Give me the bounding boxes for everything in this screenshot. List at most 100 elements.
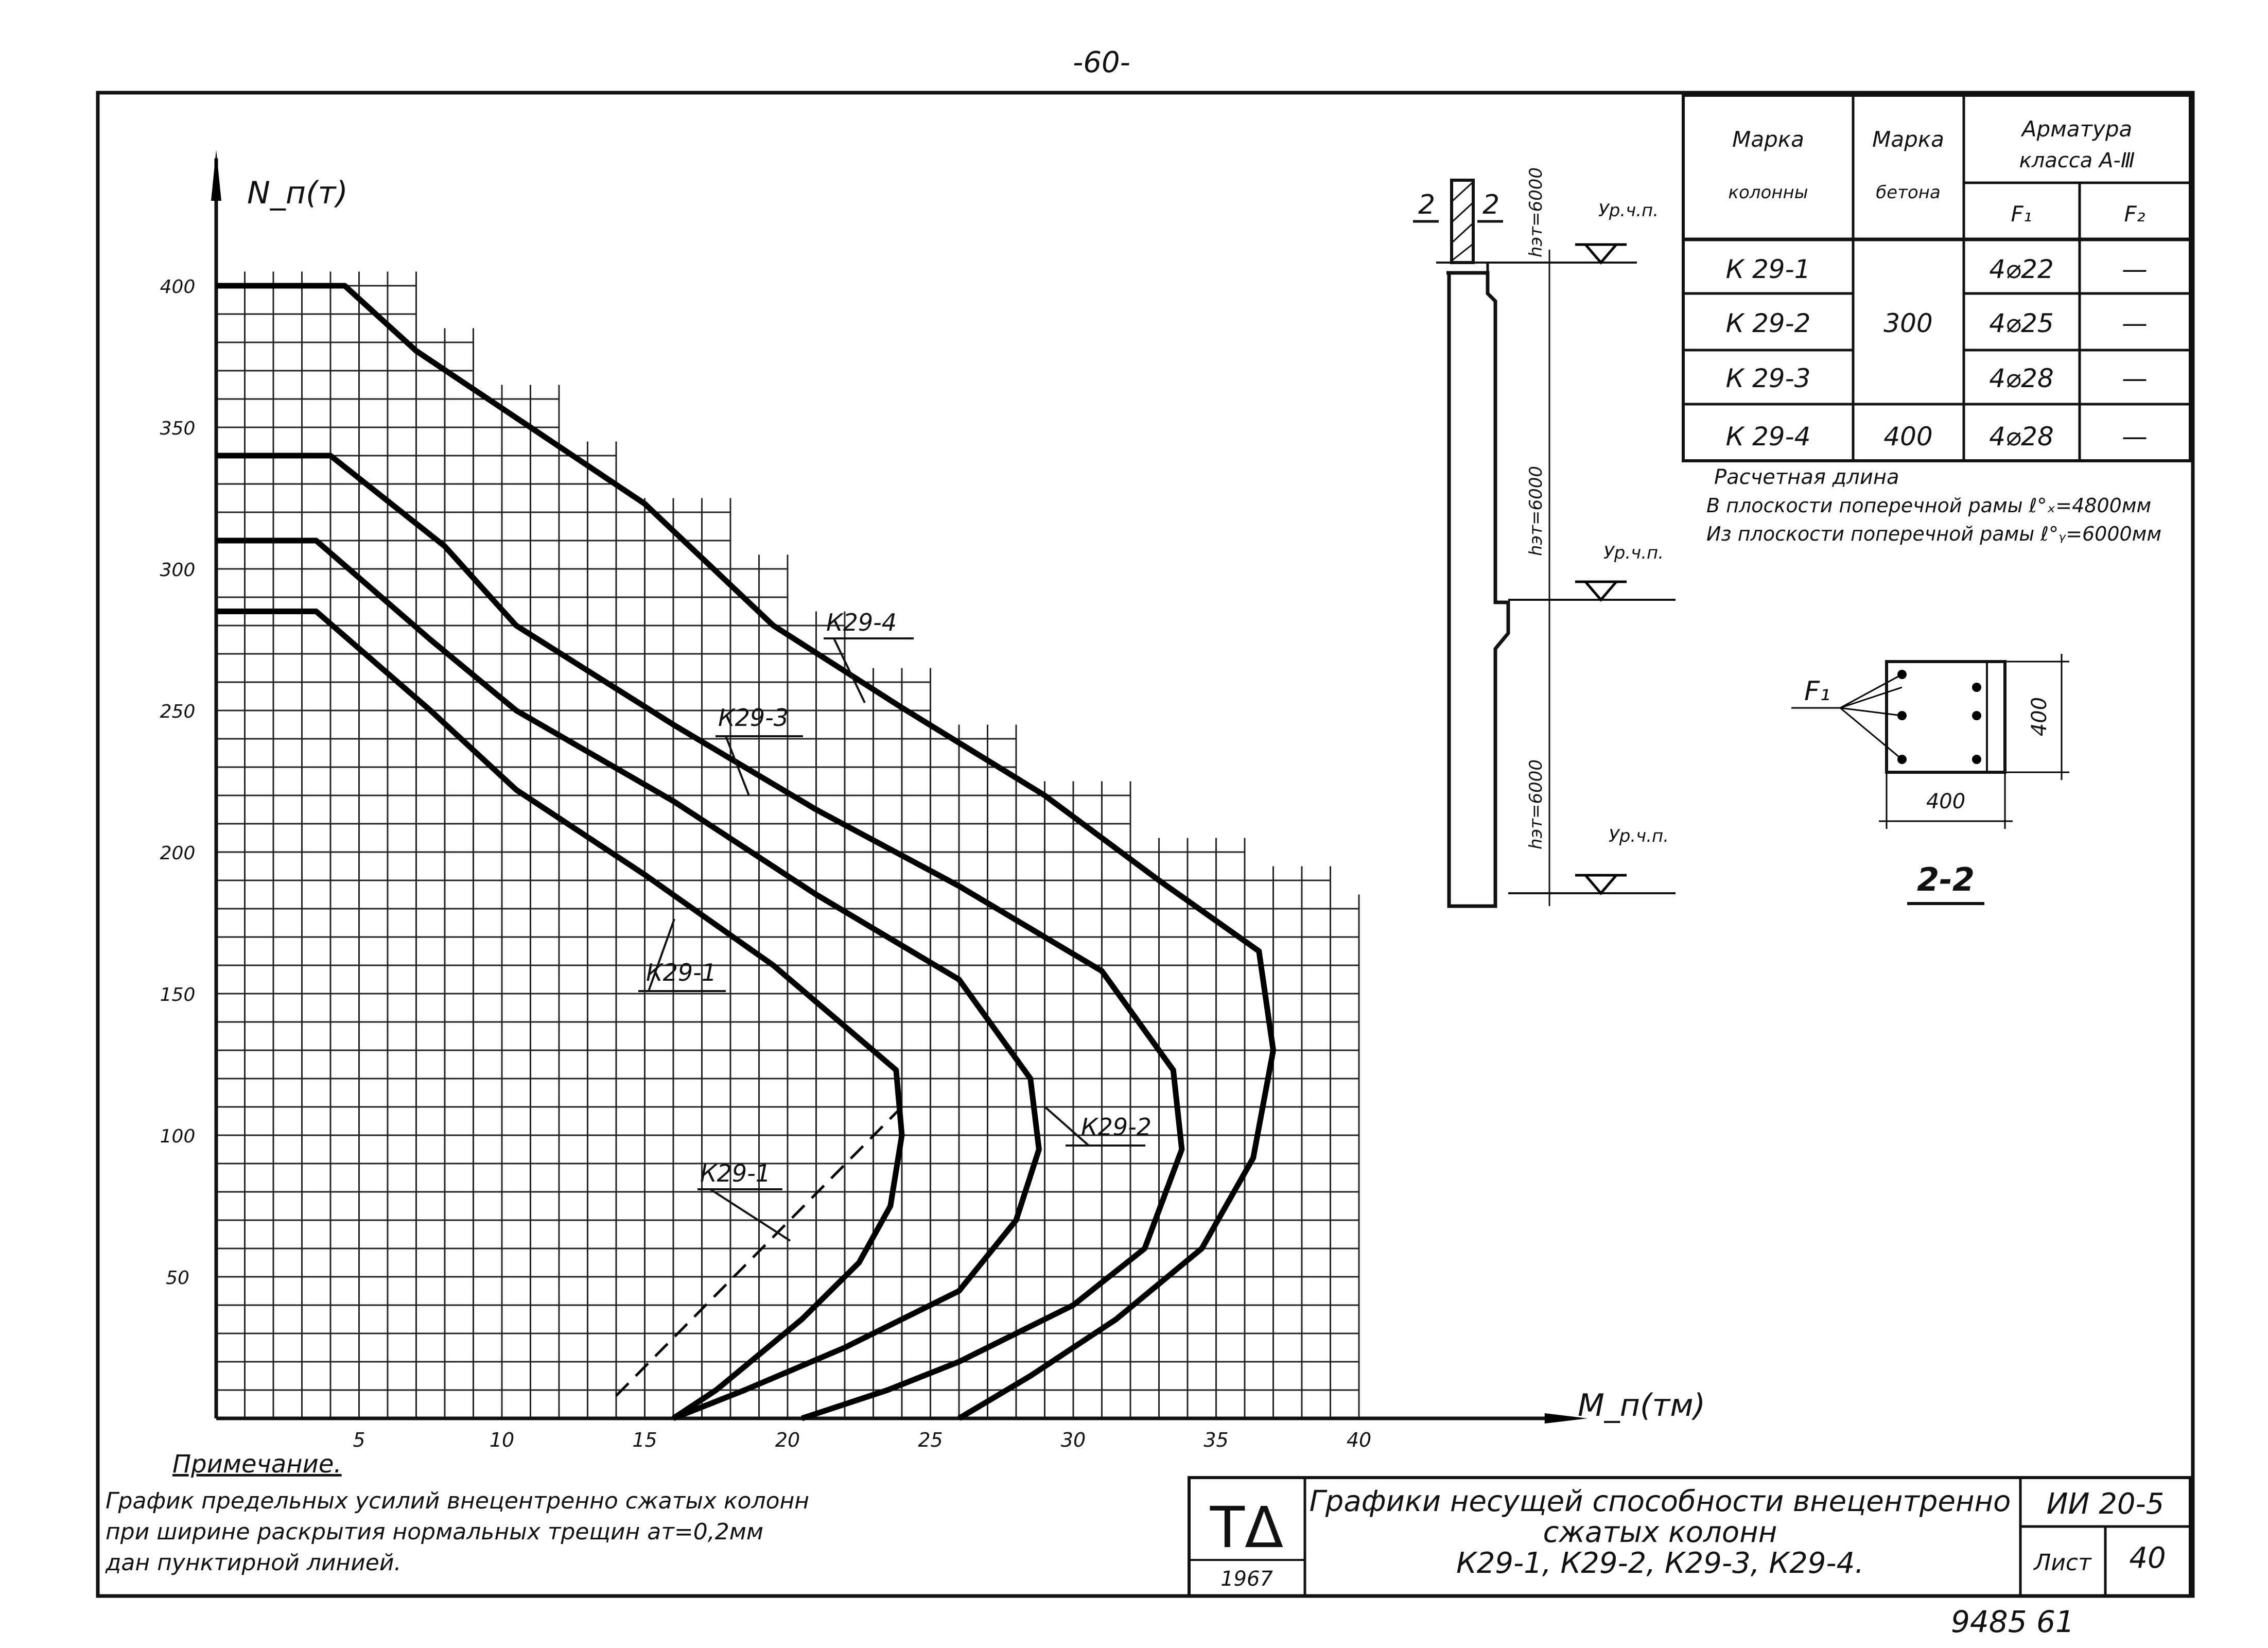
- y-tick-label: 50: [166, 1268, 189, 1289]
- sheet-frame: [96, 91, 2195, 1598]
- series-label-leader: [1044, 1106, 1090, 1147]
- table-head-mark-1: Марка: [1732, 127, 1804, 152]
- series-label-4: К29-1: [646, 959, 717, 986]
- y-tick-label: 150: [160, 984, 196, 1005]
- level-label-2: Ур.ч.п.: [1603, 543, 1664, 563]
- section-title: 2-2: [1917, 861, 1975, 898]
- sheet-label: Лист: [2033, 1550, 2092, 1576]
- table-cell-f2: —: [2122, 363, 2148, 393]
- y-axis-label: N_п(т): [247, 175, 348, 211]
- design-length-title: Расчетная длина: [1714, 465, 1899, 489]
- reinforcement-table: Марка колонны Марка бетона Арматура клас…: [1682, 94, 2192, 462]
- drawing-title-1: Графики несущей способности внецентренно: [1310, 1485, 2011, 1518]
- series-line-4: [216, 609, 905, 1421]
- x-tick-label: 30: [1061, 1429, 1086, 1451]
- note-line1: График предельных усилий внецентренно сж…: [106, 1488, 809, 1514]
- drawing-code: ИИ 20-5: [2047, 1487, 2165, 1521]
- x-tick-label: 10: [490, 1429, 514, 1451]
- page-number: -60-: [1073, 46, 1130, 79]
- table-cell-f2: —: [2122, 254, 2148, 284]
- table-cell-mark: К 29-4: [1726, 422, 1811, 452]
- series-label-leader: [833, 638, 866, 703]
- x-tick-label: 20: [775, 1429, 800, 1451]
- note-line3: дан пунктирной линией.: [105, 1550, 401, 1576]
- x-axis-label: M_п(тм): [1578, 1387, 1705, 1424]
- series-label-5: К29-1: [700, 1159, 771, 1187]
- table-cell-f1: 4⌀25: [1989, 308, 2054, 338]
- table-rows: К 29-1 4⌀22 — К 29-2 300 4⌀25 — К 29-3 4⌀28 — К 29…: [1726, 254, 2148, 452]
- logo: ТΔ: [1210, 1495, 1283, 1560]
- series-line-2: [216, 453, 1185, 1421]
- table-cell-mark: К 29-3: [1726, 363, 1811, 393]
- y-tick-labels: 400 350 300 250 200 150 100 50: [160, 276, 196, 1289]
- table-cell-f1: 4⌀28: [1989, 363, 2054, 393]
- table-head-mark-2: колонны: [1728, 182, 1808, 203]
- x-tick-label: 35: [1203, 1429, 1228, 1451]
- y-tick-label: 250: [160, 701, 196, 722]
- level-label-3: Ур.ч.п.: [1609, 826, 1669, 846]
- series-label-1: К29-4: [826, 609, 897, 636]
- section-height: 400: [2028, 697, 2051, 736]
- chart-series: [216, 283, 1276, 1421]
- x-tick-labels: 5 10 15 20 25 30 35 40: [353, 1429, 1371, 1451]
- height-label-mid: hэт=6000: [1526, 466, 1546, 556]
- table-cell-concrete: 300: [1883, 308, 1932, 338]
- series-label-2: К29-3: [718, 704, 789, 732]
- table-cell-concrete: 400: [1883, 422, 1932, 452]
- title-block-year: 1967: [1220, 1567, 1273, 1591]
- y-tick-label: 350: [160, 418, 196, 439]
- table-head-arm-1: Арматура: [2020, 116, 2133, 142]
- x-tick-label: 15: [632, 1429, 657, 1451]
- series-label-leader: [648, 918, 675, 992]
- x-axis-arrow: [1544, 1413, 1587, 1424]
- design-length-line1: В плоскости поперечной рамы ℓ°ₓ=4800мм: [1706, 494, 2151, 517]
- level-label-1: Ур.ч.п.: [1598, 200, 1659, 221]
- cross-section-2-2: F₁ 400 400 2-2: [1791, 654, 2069, 905]
- x-tick-label: 25: [918, 1429, 943, 1451]
- table-cell-f1: 4⌀22: [1989, 254, 2054, 284]
- drawing-title-2: сжатых колонн: [1543, 1516, 1777, 1549]
- table-head-f2: F₂: [2124, 201, 2145, 227]
- chart-grid: [216, 271, 1360, 1419]
- table-cell-mark: К 29-2: [1726, 308, 1811, 338]
- sheet-number: 40: [2129, 1541, 2166, 1575]
- table-cell-f1: 4⌀28: [1989, 422, 2054, 452]
- height-label-top: hэт=6000: [1526, 167, 1546, 257]
- height-label-bot: hэт=6000: [1526, 759, 1546, 849]
- section-width: 400: [1926, 790, 1965, 813]
- design-length-line2: Из плоскости поперечной рамы ℓ°ᵧ=6000мм: [1706, 523, 2161, 545]
- note-title: Примечание.: [172, 1450, 342, 1479]
- x-tick-label: 5: [353, 1429, 365, 1451]
- table-cell-f2: —: [2122, 308, 2148, 338]
- x-tick-label: 40: [1347, 1429, 1371, 1451]
- table-head-arm-2: класса А-Ⅲ: [2019, 149, 2135, 172]
- table-head-f1: F₁: [2011, 201, 2032, 227]
- series-line-1: [216, 283, 1276, 1421]
- y-axis-arrow: [211, 150, 221, 201]
- title-block: ТΔ 1967 Графики несущей способности внец…: [1188, 1476, 2192, 1598]
- y-tick-label: 400: [160, 276, 196, 298]
- series-line-3: [216, 537, 1042, 1421]
- series-line-5: [615, 1106, 903, 1397]
- chart-axes: [211, 150, 1587, 1424]
- series-label-leader: [725, 736, 750, 796]
- table-cell-mark: К 29-1: [1726, 254, 1811, 284]
- series-label-leader: [709, 1188, 791, 1242]
- table-head-concrete-1: Марка: [1872, 127, 1944, 152]
- y-tick-label: 100: [160, 1126, 196, 1147]
- drawing-title-3: К29-1, К29-2, К29-3, К29-4.: [1456, 1547, 1864, 1580]
- note-line2: при ширине раскрытия нормальных трещин a…: [106, 1519, 763, 1545]
- y-tick-label: 300: [160, 560, 196, 581]
- table-head-concrete-2: бетона: [1876, 182, 1941, 203]
- column-elevation: 2 2 Ур.ч.п. Ур.ч.п. Ур.ч.п. hэт=6000 hэт…: [1413, 167, 1676, 908]
- y-tick-label: 200: [160, 843, 196, 864]
- rebar-label: F₁: [1804, 676, 1830, 707]
- archive-stamp: 9485 61: [1951, 1604, 2074, 1639]
- table-cell-f2: —: [2122, 422, 2148, 452]
- cut-label-right: 2: [1482, 189, 1499, 220]
- series-label-3: К29-2: [1081, 1113, 1152, 1141]
- cut-label-left: 2: [1418, 189, 1435, 220]
